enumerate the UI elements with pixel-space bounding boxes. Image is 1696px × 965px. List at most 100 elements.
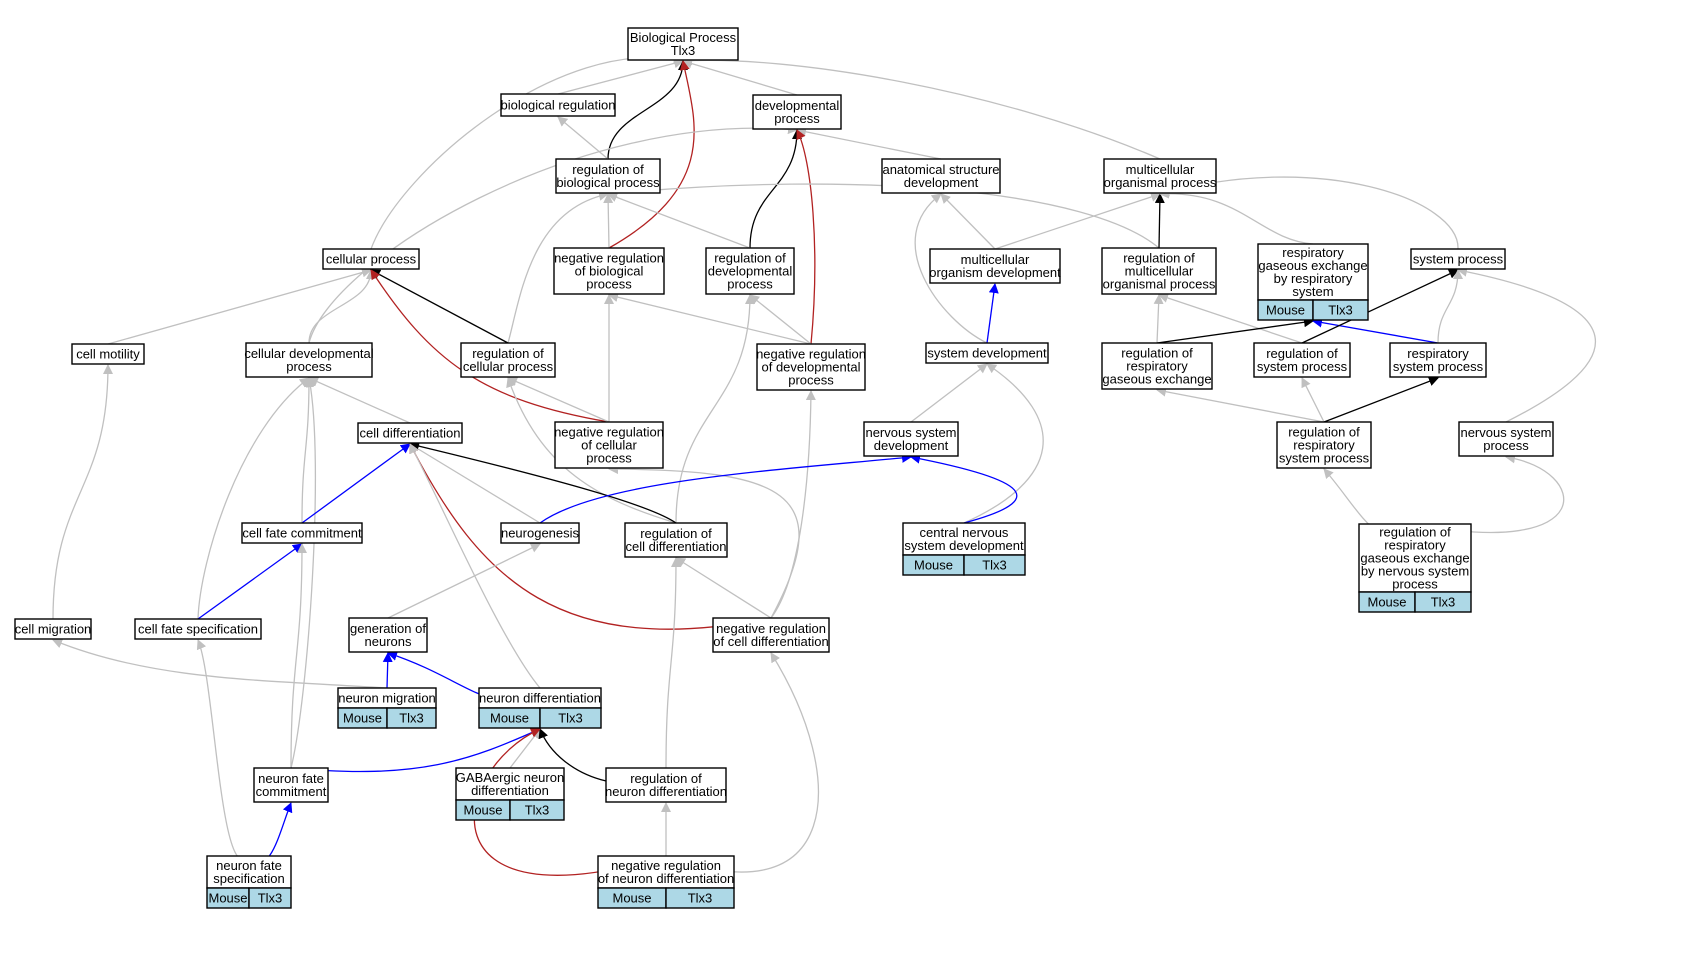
edge-blue xyxy=(290,728,541,773)
go-term-label: system development xyxy=(927,346,1047,361)
go-term-label: respiratory xyxy=(1407,346,1469,361)
go-term-label: negative regulation xyxy=(756,347,866,362)
go-term-node[interactable]: system process xyxy=(1410,248,1506,270)
graph-edge xyxy=(1159,176,1459,250)
edge-blue xyxy=(301,443,411,524)
graph-edge xyxy=(197,543,303,620)
graph-edge xyxy=(196,639,250,861)
edge-gray xyxy=(675,557,772,619)
go-term-box xyxy=(554,421,664,469)
graph-edge xyxy=(607,60,688,160)
go-term-label: neuron fate xyxy=(216,858,282,873)
annotation-cell xyxy=(539,707,602,729)
gene-label: Tlx3 xyxy=(688,891,713,906)
go-term-node[interactable]: cellular process xyxy=(322,248,420,270)
go-term-box xyxy=(1358,523,1472,593)
go-term-label: regulation of xyxy=(472,346,544,361)
go-term-node[interactable]: biological regulation xyxy=(500,93,616,117)
annotation-cell xyxy=(1312,299,1369,321)
go-term-node[interactable]: cell differentiation xyxy=(357,422,463,444)
go-term-box xyxy=(14,618,92,640)
go-term-label: organismal process xyxy=(1103,277,1216,292)
graph-edge xyxy=(301,443,411,524)
go-term-box xyxy=(1101,247,1217,295)
edge-gray xyxy=(507,190,609,344)
graph-edge xyxy=(301,377,314,524)
species-label: Mouse xyxy=(490,711,529,726)
edge-blue xyxy=(382,652,393,689)
go-term-label: regulation of xyxy=(1379,525,1451,540)
gene-label: Tlx3 xyxy=(1328,303,1353,318)
go-term-label: gaseous exchange xyxy=(1258,258,1367,273)
graph-edge xyxy=(1437,269,1463,344)
go-term-node[interactable]: neurogenesis xyxy=(500,522,580,544)
graph-edge xyxy=(290,543,307,769)
go-term-label: negative regulation xyxy=(611,858,721,873)
graph-edge xyxy=(665,652,819,873)
go-term-label: regulation of xyxy=(1266,346,1338,361)
go-term-node[interactable]: cell fate specification xyxy=(134,618,262,640)
go-term-label: system process xyxy=(1393,359,1484,374)
go-term-label: by nervous system xyxy=(1361,564,1469,579)
edge-black xyxy=(409,441,677,524)
go-term-label: anatomical structure xyxy=(882,162,999,177)
go-term-box xyxy=(1101,342,1213,390)
go-term-node[interactable]: system development xyxy=(925,342,1049,364)
go-term-node[interactable]: cell fate commitment xyxy=(241,522,363,544)
go-term-box xyxy=(134,618,262,640)
go-term-box xyxy=(1458,421,1554,457)
edge-red xyxy=(796,129,816,345)
go-term-label: neuron fate xyxy=(258,771,324,786)
go-term-label: regulation of xyxy=(630,771,702,786)
go-term-label: central nervous xyxy=(920,525,1009,540)
go-term-node[interactable]: cell motility xyxy=(71,343,145,365)
graph-edge xyxy=(940,193,996,250)
go-term-node[interactable]: cell migration xyxy=(14,618,92,640)
edge-gray xyxy=(290,543,307,769)
graph-edge xyxy=(1414,453,1565,534)
graph-edge xyxy=(52,364,113,620)
edge-gray xyxy=(607,192,751,249)
edge-gray xyxy=(308,269,376,344)
species-label: Mouse xyxy=(612,891,651,906)
graph-edge xyxy=(1158,293,1303,344)
edge-black xyxy=(749,129,802,249)
annotation-cell xyxy=(248,887,292,909)
graph-edge xyxy=(409,443,541,524)
go-term-label: respiratory xyxy=(1293,438,1355,453)
graph-edge xyxy=(557,58,684,95)
go-term-box xyxy=(500,522,580,544)
